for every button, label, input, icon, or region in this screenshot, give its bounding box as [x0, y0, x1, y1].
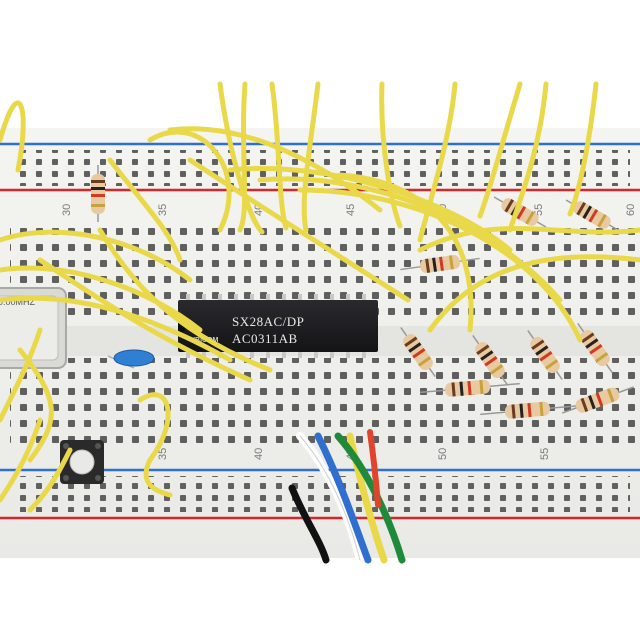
yellow-jumper-wires: [0, 81, 640, 513]
column-number: 60: [625, 204, 637, 216]
resistor: [400, 326, 436, 378]
microcontroller-chip: UBICOM SX28AC/DP AC0311AB: [178, 294, 378, 358]
black-wire: [288, 484, 330, 564]
red-wire: [367, 429, 381, 508]
resistor: [577, 322, 613, 374]
chip-lot-code: AC0311AB: [232, 331, 298, 346]
resistor: [472, 334, 508, 386]
wire-bundle: [288, 429, 406, 564]
column-number: 30: [61, 204, 73, 216]
white-wire-edge: [299, 435, 361, 561]
chip-logo-text: UBICOM: [190, 337, 219, 344]
resistor: [420, 379, 520, 397]
bottom-power-rail: [0, 468, 640, 520]
resistor: [91, 165, 105, 222]
column-number: 55: [539, 448, 551, 460]
resistor: [527, 329, 563, 381]
column-number: 50: [437, 448, 449, 460]
capacitor: [107, 349, 155, 369]
column-number: 35: [157, 448, 169, 460]
resistor: [562, 386, 634, 414]
column-number: 45: [345, 204, 357, 216]
column-number: 35: [157, 204, 169, 216]
blue-wire: [314, 432, 372, 564]
crystal-frequency-label: 0.00MHZ: [0, 297, 36, 307]
column-number: 40: [253, 448, 265, 460]
resistor: [480, 401, 580, 419]
column-number: 55: [533, 204, 545, 216]
top-column-numbers: 30 35 40 45 50 55 60: [61, 204, 637, 216]
chip-part-number: SX28AC/DP: [232, 314, 304, 329]
